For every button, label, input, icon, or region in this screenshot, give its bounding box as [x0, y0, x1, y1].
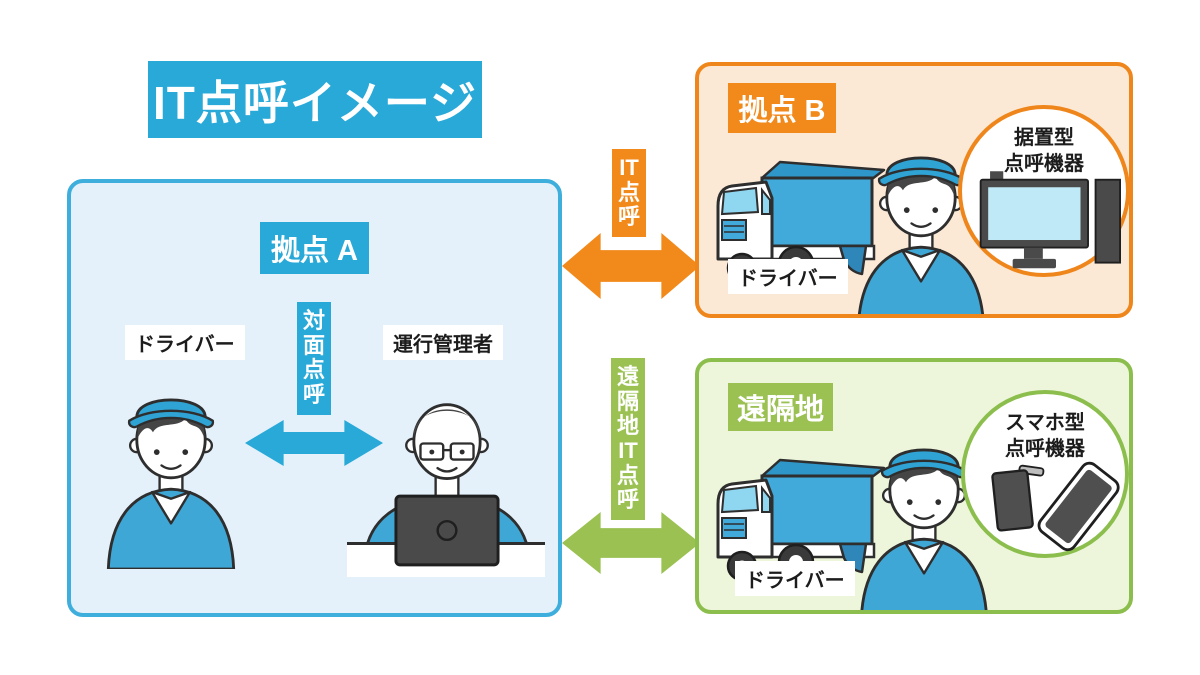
base-a-driver-label: ドライバー — [125, 325, 245, 360]
base-a-header: 拠点 A — [260, 222, 369, 274]
remote-site-panel: 遠隔地 スマホ型点呼機器 — [695, 358, 1133, 614]
remote-it-rollcall-arrow-icon — [562, 512, 700, 574]
base-b-device-label: 据置型点呼機器 — [1004, 127, 1084, 175]
remote-site-header: 遠隔地 — [728, 383, 833, 431]
page-title: IT点呼イメージ — [148, 61, 482, 138]
driver-avatar — [860, 448, 988, 610]
desktop-pc-icon — [979, 171, 1121, 269]
base-b-panel: 拠点 B 据置型点呼機器 — [695, 62, 1133, 318]
it-rollcall-arrow-icon — [562, 233, 700, 299]
base-a-manager-label: 運行管理者 — [383, 325, 503, 360]
breathalyzer-icon — [991, 464, 1045, 532]
base-a-panel: 拠点 A ドライバー 運行管理者 対面点呼 — [67, 179, 562, 617]
remote-device-circle: スマホ型点呼機器 — [961, 390, 1129, 558]
smartphone-breathalyzer-icon — [991, 461, 1120, 552]
laptop-icon — [394, 494, 500, 567]
driver-avatar — [857, 156, 985, 314]
remote-device-label: スマホ型点呼機器 — [1005, 412, 1085, 460]
remote-driver-label: ドライバー — [735, 561, 855, 596]
base-b-header: 拠点 B — [728, 83, 836, 133]
driver-avatar — [106, 398, 236, 569]
base-b-device-circle: 据置型点呼機器 — [958, 105, 1129, 277]
face-to-face-rollcall-label: 対面点呼 — [297, 302, 331, 415]
base-b-driver-label: ドライバー — [728, 259, 848, 294]
smartphone-icon — [1037, 461, 1120, 552]
